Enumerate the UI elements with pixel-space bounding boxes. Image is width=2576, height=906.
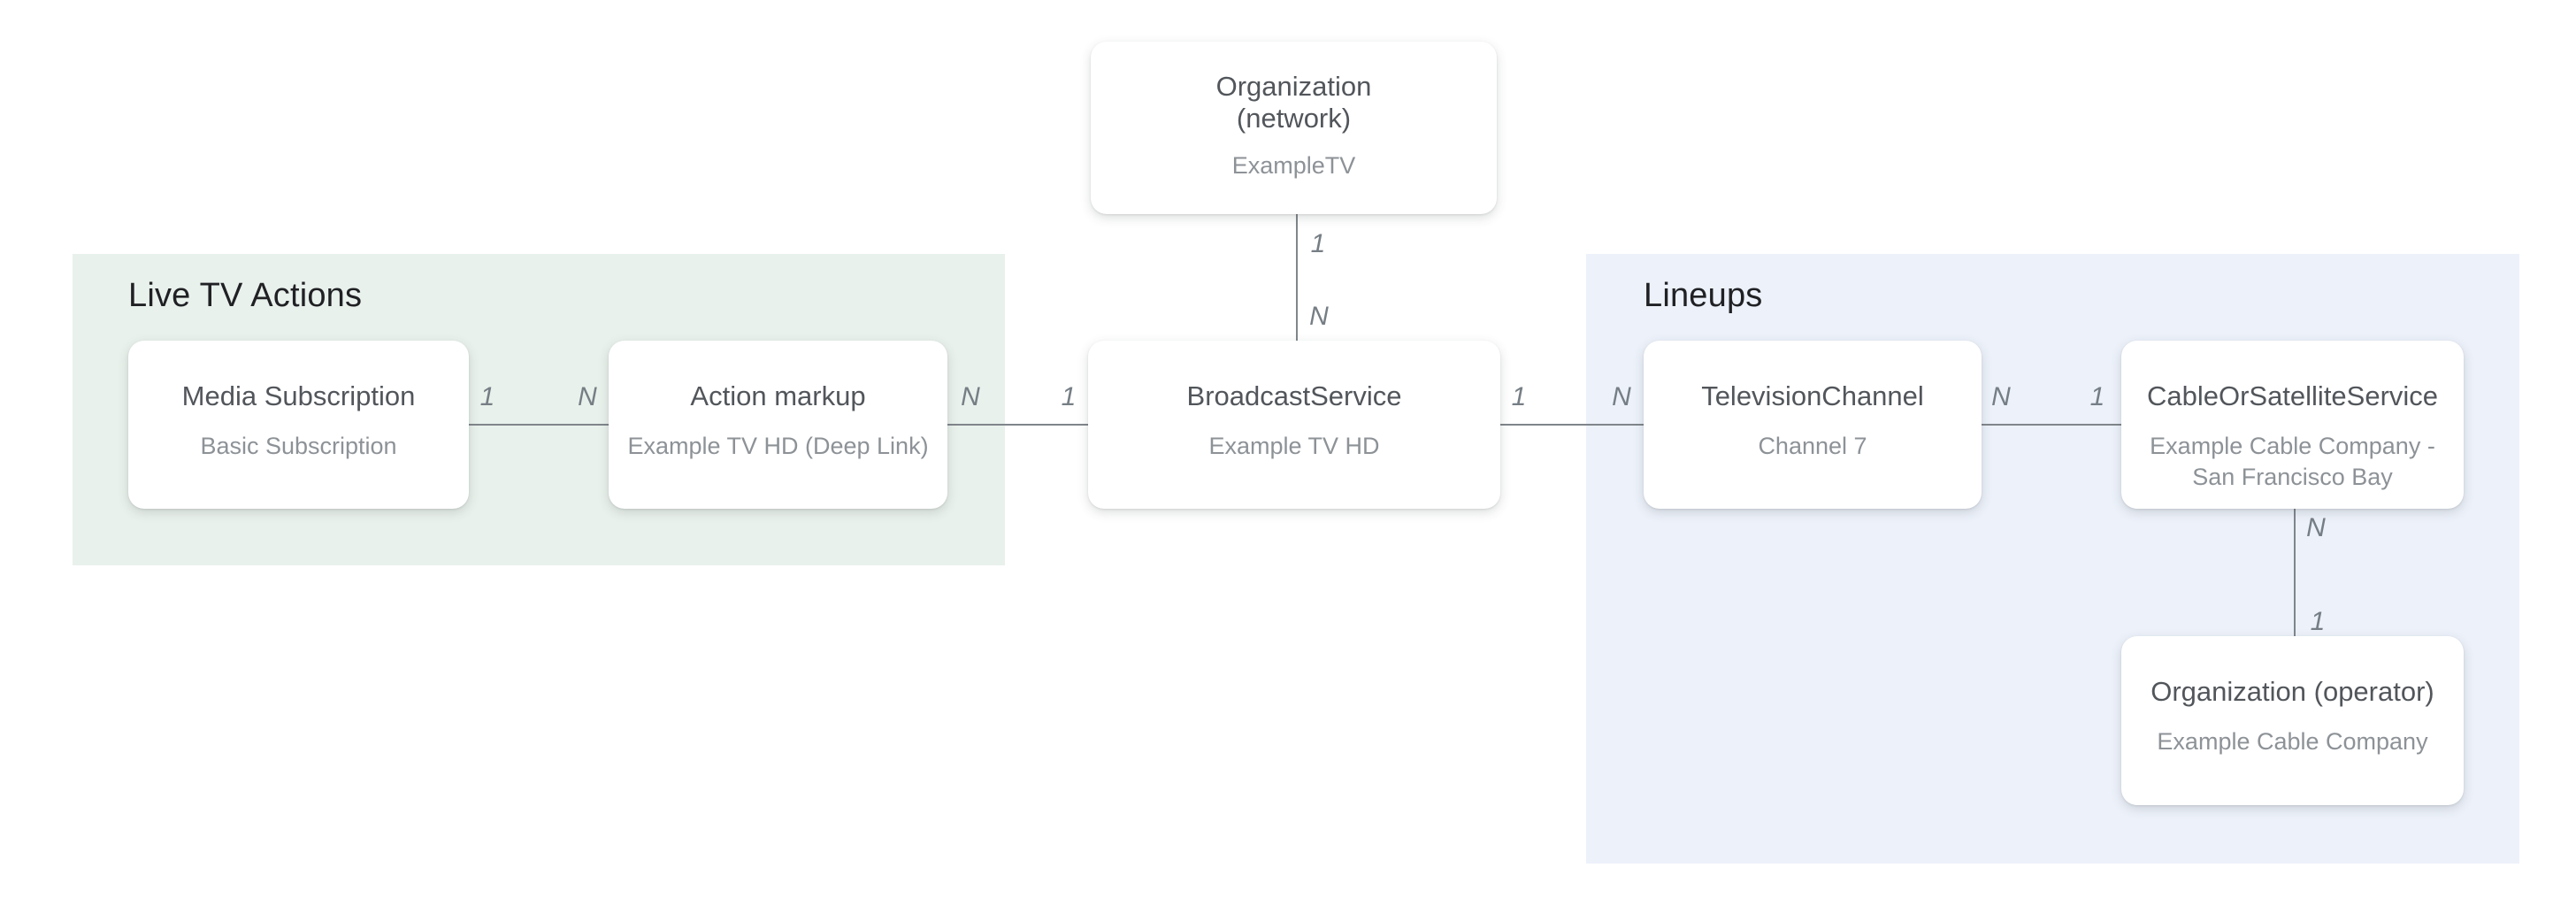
cardinality-label: N (1612, 382, 1631, 411)
node-title: CableOrSatelliteService (2146, 380, 2439, 411)
node-title: Action markup (690, 380, 866, 411)
node-subtitle: Example Cable Company (2157, 728, 2428, 755)
cardinality-label: N (1991, 382, 2011, 411)
node-title: BroadcastService (1186, 380, 1402, 411)
node-title: TelevisionChannel (1701, 380, 1924, 411)
connector-mediasubscription-to-actionmarkup (469, 424, 609, 426)
node-subtitle: Example Cable Company - San Francisco Ba… (2150, 433, 2435, 490)
node-cable-or-satellite-service: CableOrSatelliteService Example Cable Co… (2121, 341, 2464, 509)
cardinality-label: 1 (2310, 607, 2326, 636)
node-broadcast-service: BroadcastService Example TV HD (1088, 341, 1500, 509)
connector-televisionchannel-to-cableorsatelliteservice (1982, 424, 2121, 426)
node-organization-operator: Organization (operator) Example Cable Co… (2121, 636, 2464, 805)
node-organization-network: Organization (network) ExampleTV (1091, 42, 1497, 214)
cardinality-label: 1 (1061, 382, 1077, 411)
connector-network-to-broadcastservice (1296, 214, 1298, 341)
node-subtitle: Example TV HD (Deep Link) (627, 433, 929, 459)
cardinality-label: N (1309, 302, 1329, 331)
node-subtitle: Channel 7 (1758, 433, 1867, 459)
cardinality-label: 1 (1511, 382, 1527, 411)
node-action-markup: Action markup Example TV HD (Deep Link) (609, 341, 947, 509)
node-subtitle: Example TV HD (1208, 433, 1380, 459)
region-label-lineups: Lineups (1644, 277, 1763, 314)
node-title: Media Subscription (181, 380, 416, 411)
cardinality-label: 1 (1310, 229, 1326, 258)
cardinality-label: N (2306, 513, 2326, 542)
node-television-channel: TelevisionChannel Channel 7 (1644, 341, 1982, 509)
cardinality-label: 1 (2089, 382, 2105, 411)
cardinality-label: N (578, 382, 597, 411)
node-title: Organization (network) (1215, 71, 1372, 134)
node-subtitle: Basic Subscription (200, 433, 397, 459)
connector-broadcastservice-to-televisionchannel (1500, 424, 1644, 426)
cardinality-label: 1 (479, 382, 495, 411)
connector-cableorsatelliteservice-to-operator (2294, 504, 2296, 636)
connector-actionmarkup-to-broadcastservice (947, 424, 1088, 426)
cardinality-label: N (961, 382, 980, 411)
node-title: Organization (operator) (2150, 676, 2434, 707)
region-label-live-tv-actions: Live TV Actions (128, 277, 363, 314)
node-subtitle: ExampleTV (1231, 152, 1356, 179)
node-media-subscription: Media Subscription Basic Subscription (128, 341, 469, 509)
